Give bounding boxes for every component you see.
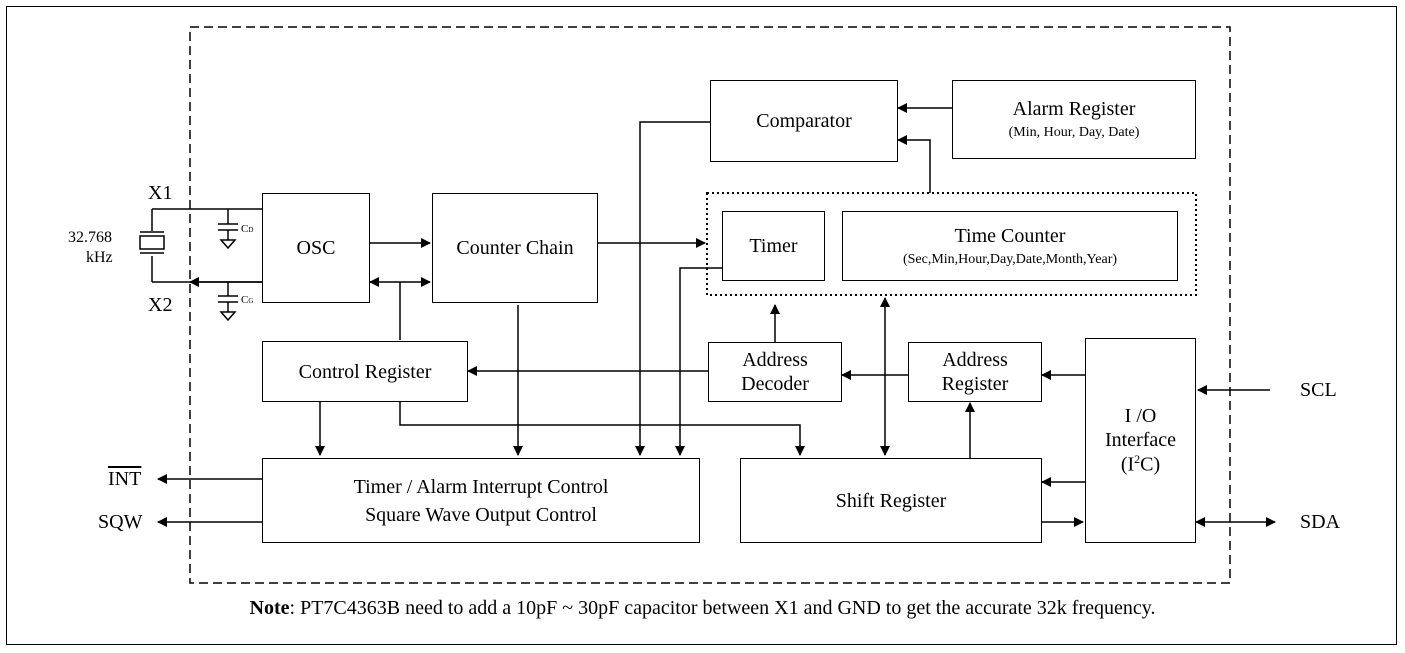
timer-label: Timer xyxy=(749,235,798,257)
x2-pin-label: X2 xyxy=(148,294,173,316)
io-interface-i2c-sup: 2 xyxy=(1134,452,1141,467)
crystal-frequency-value: 32.768 xyxy=(68,229,112,246)
outer-frame xyxy=(6,6,1397,645)
address-register-line1: Address xyxy=(942,349,1008,371)
alarm-register-fields: (Min, Hour, Day, Date) xyxy=(1008,125,1140,141)
shift-register-block: Shift Register xyxy=(740,458,1042,543)
counter-group-boundary xyxy=(706,192,1197,296)
crystal-frequency-unit: kHz xyxy=(86,249,113,266)
control-register-block: Control Register xyxy=(262,341,468,402)
io-interface-i2c-close: C) xyxy=(1140,453,1161,476)
footnote: Note: PT7C4363B need to add a 10pF ~ 30p… xyxy=(0,597,1405,620)
note-label: Note xyxy=(249,597,290,619)
note-text: : PT7C4363B need to add a 10pF ~ 30pF ca… xyxy=(289,597,1156,619)
io-interface-line2: Interface xyxy=(1104,429,1177,452)
timer-block: Timer xyxy=(722,211,825,281)
cd-capacitor-label: CD xyxy=(241,224,253,235)
io-interface-line1: I /O xyxy=(1124,405,1157,428)
cg-sub: G xyxy=(248,297,254,305)
cd-main: C xyxy=(241,223,249,235)
sqw-pin-label: SQW xyxy=(98,511,143,533)
io-interface-block: I /O Interface (I2C) xyxy=(1085,338,1196,543)
cd-sub: D xyxy=(248,226,254,234)
counter-chain-block: Counter Chain xyxy=(432,193,598,303)
interrupt-control-line2: Square Wave Output Control xyxy=(365,503,597,526)
int-pin-label: INT xyxy=(108,468,142,490)
scl-pin-label: SCL xyxy=(1300,379,1337,401)
io-interface-line3: (I2C) xyxy=(1121,452,1160,477)
address-decoder-line2: Decoder xyxy=(741,373,809,395)
address-decoder-line1: Address xyxy=(742,349,808,371)
comparator-label: Comparator xyxy=(756,110,852,132)
alarm-register-label: Alarm Register xyxy=(1012,98,1136,121)
comparator-block: Comparator xyxy=(710,80,898,162)
sda-pin-label: SDA xyxy=(1300,511,1341,533)
io-interface-i2c-open: (I xyxy=(1120,453,1135,476)
time-counter-fields: (Sec,Min,Hour,Day,Date,Month,Year) xyxy=(902,251,1118,267)
osc-label: OSC xyxy=(296,237,336,259)
cg-main: C xyxy=(241,294,249,306)
interrupt-control-line1: Timer / Alarm Interrupt Control xyxy=(353,475,609,498)
address-decoder-block: Address Decoder xyxy=(708,342,842,402)
address-register-line2: Register xyxy=(941,373,1009,395)
address-register-block: Address Register xyxy=(908,342,1042,402)
alarm-register-block: Alarm Register (Min, Hour, Day, Date) xyxy=(952,80,1196,159)
chip-boundary xyxy=(189,26,1231,584)
shift-register-label: Shift Register xyxy=(835,489,947,512)
interrupt-control-block: Timer / Alarm Interrupt Control Square W… xyxy=(262,458,700,543)
cg-capacitor-label: CG xyxy=(241,295,253,306)
time-counter-block: Time Counter (Sec,Min,Hour,Day,Date,Mont… xyxy=(842,211,1178,281)
x1-pin-label: X1 xyxy=(148,182,173,204)
control-register-label: Control Register xyxy=(298,360,432,383)
counter-chain-label: Counter Chain xyxy=(456,237,574,259)
osc-block: OSC xyxy=(262,193,370,303)
time-counter-label: Time Counter xyxy=(954,224,1066,247)
